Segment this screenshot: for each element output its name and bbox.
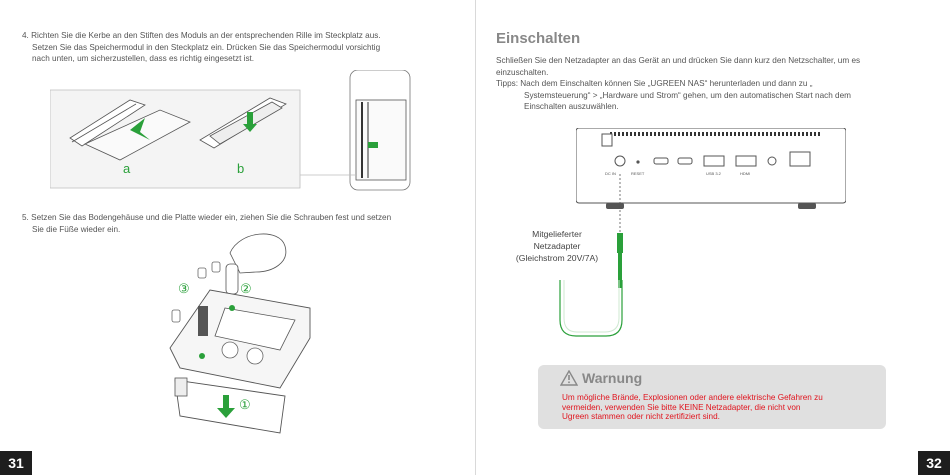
tips-line3: Einschalten auszuwählen. (524, 102, 619, 111)
device-rear-illustration (576, 128, 846, 288)
step4-line1: 4. Richten Sie die Kerbe an den Stiften … (22, 31, 381, 40)
adapter-line3: (Gleichstrom 20V/7A) (515, 253, 599, 263)
power-paragraph: Schließen Sie den Netzadapter an das Ger… (496, 55, 936, 113)
step5-line1: 5. Setzen Sie das Bodengehäuse und die P… (22, 213, 392, 222)
step4-text: 4. Richten Sie die Kerbe an den Stiften … (22, 30, 462, 65)
left-page: 4. Richten Sie die Kerbe an den Stiften … (0, 30, 462, 475)
para-line1: Schließen Sie den Netzadapter an das Ger… (496, 56, 861, 65)
port-label-hdmi: HDMI (740, 171, 751, 176)
step4-line3: nach unten, um sicherzustellen, dass es … (32, 54, 255, 63)
warning-line2: vermeiden, verwenden Sie bitte KEINE Net… (562, 402, 801, 412)
memory-install-illustration (50, 70, 411, 191)
callout-1: ① (239, 397, 251, 412)
label-a: a (123, 161, 131, 176)
label-b: b (237, 161, 245, 176)
warning-box: Warnung Um mögliche Brände, Explosionen … (538, 365, 886, 429)
page-number-right: 32 (918, 451, 950, 475)
page-divider (475, 0, 476, 475)
step4-line2: Setzen Sie das Speichermodul in den Stec… (32, 42, 381, 52)
adapter-callout: Mitgelieferter Netzadapter (Gleichstrom … (512, 228, 602, 264)
port-label-reset: RESET (631, 171, 645, 176)
warning-triangle-icon (560, 370, 578, 386)
warning-title: Warnung (582, 370, 643, 386)
tips-line2: Systemsteuerung“ > „Hardware und Strom“ … (524, 90, 851, 100)
port-label-dc: DC IN (605, 171, 616, 176)
warning-line3: Ugreen stammen oder nicht zertifiziert s… (562, 412, 720, 422)
page-number-left: 31 (0, 451, 32, 475)
para-line2: einzuschalten. (496, 67, 549, 77)
port-label-usb: USB 3.2 (706, 171, 721, 176)
callout-3: ③ (178, 281, 190, 296)
warning-line1: Um mögliche Brände, Explosionen oder and… (562, 393, 823, 402)
heading-einschalten: Einschalten (496, 30, 581, 47)
tips-line1: Tipps: Nach dem Einschalten können Sie „… (496, 79, 813, 88)
warning-text: Um mögliche Brände, Explosionen oder and… (562, 393, 878, 422)
step5-line2: Sie die Füße wieder ein. (32, 224, 121, 234)
enclosure-illustration (169, 233, 311, 434)
callout-2: ② (240, 281, 252, 296)
adapter-line1: Mitgelieferter (532, 229, 582, 239)
step5-text: 5. Setzen Sie das Bodengehäuse und die P… (22, 212, 462, 235)
adapter-line2: Netzadapter (533, 241, 581, 251)
right-page: Einschalten Schließen Sie den Netzadapte… (476, 0, 950, 475)
arrow-down-icon (217, 395, 235, 418)
power-cable (559, 280, 623, 337)
